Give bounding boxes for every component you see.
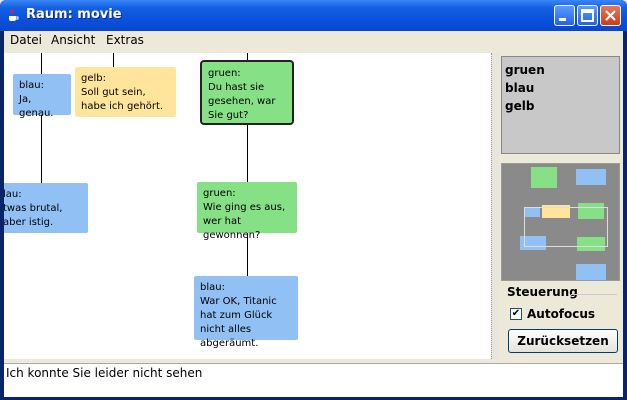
node-text: twas brutal, aber istig. bbox=[4, 203, 63, 228]
overview-minimap[interactable] bbox=[501, 163, 620, 281]
dialog-node-selected[interactable]: gruen: Du hast sie gesehen, war Sie gut? bbox=[200, 60, 294, 125]
menu-extras[interactable]: Extras bbox=[106, 33, 144, 47]
minimize-button[interactable] bbox=[554, 5, 575, 26]
node-speaker: blau: bbox=[19, 80, 44, 91]
node-text: Soll gut sein, habe ich gehört. bbox=[81, 87, 164, 112]
dialog-node[interactable]: lau: twas brutal, aber istig. bbox=[4, 183, 88, 233]
node-speaker: blau: bbox=[200, 282, 225, 293]
control-group-label: Steuerung bbox=[507, 285, 578, 299]
chat-input[interactable]: Ich konnte Sie leider nicht sehen bbox=[6, 366, 203, 380]
node-text: Du hast sie gesehen, war Sie gut? bbox=[208, 82, 276, 121]
menu-ansicht[interactable]: Ansicht bbox=[51, 33, 96, 47]
menu-datei[interactable]: Datei bbox=[10, 33, 43, 47]
dialog-node[interactable]: blau: War OK, Titanic hat zum Glück nich… bbox=[194, 276, 298, 349]
control-group: Steuerung ✔ Autofocus Zurücksetzen bbox=[501, 283, 620, 357]
node-speaker: gruen: bbox=[208, 68, 241, 79]
dialog-node[interactable]: gruen: Wie ging es aus, wer hat gewonnen… bbox=[197, 182, 297, 241]
menu-bar: Datei Ansicht Extras bbox=[4, 31, 623, 51]
node-speaker: lau: bbox=[4, 189, 22, 200]
connector-line bbox=[247, 233, 248, 276]
node-text: Ja, genau. bbox=[19, 94, 54, 119]
autofocus-label[interactable]: Autofocus bbox=[527, 307, 596, 321]
minimap-viewport[interactable] bbox=[524, 207, 608, 247]
window-client: Datei Ansicht Extras blau: Ja, genau. ge… bbox=[4, 31, 623, 397]
window-title: Raum: movie bbox=[26, 7, 122, 22]
connector-line bbox=[247, 125, 248, 182]
minimize-icon bbox=[559, 18, 566, 21]
speaker-list[interactable]: gruen blau gelb bbox=[501, 56, 620, 154]
dialog-node[interactable]: blau: Ja, genau. bbox=[13, 74, 71, 119]
close-button[interactable] bbox=[600, 5, 621, 26]
connector-line bbox=[41, 115, 42, 183]
speaker-item[interactable]: gelb bbox=[505, 99, 535, 113]
minimap-node bbox=[531, 167, 557, 188]
group-divider bbox=[571, 294, 617, 295]
maximize-icon bbox=[581, 9, 594, 22]
minimap-node bbox=[577, 237, 605, 251]
node-speaker: gelb: bbox=[81, 73, 106, 84]
minimap-node bbox=[524, 207, 540, 217]
vertical-splitter[interactable] bbox=[491, 53, 499, 359]
speaker-item[interactable]: blau bbox=[505, 81, 535, 95]
horizontal-splitter[interactable] bbox=[4, 359, 623, 363]
dialog-graph-canvas[interactable]: blau: Ja, genau. gelb: Soll gut sein, ha… bbox=[4, 53, 492, 359]
connector-line bbox=[113, 53, 114, 67]
node-text: Wie ging es aus, wer hat gewonnen? bbox=[203, 202, 286, 241]
node-speaker: gruen: bbox=[203, 188, 236, 199]
connector-line bbox=[41, 53, 42, 74]
close-icon bbox=[605, 10, 616, 21]
chat-input-area[interactable]: Ich konnte Sie leider nicht sehen bbox=[4, 363, 623, 397]
minimap-node bbox=[576, 169, 606, 185]
minimap-node bbox=[576, 264, 606, 280]
speaker-item[interactable]: gruen bbox=[505, 63, 545, 77]
maximize-button[interactable] bbox=[577, 5, 598, 26]
reset-button[interactable]: Zurücksetzen bbox=[508, 329, 618, 353]
connector-line bbox=[247, 53, 248, 60]
minimap-node bbox=[542, 205, 570, 218]
dialog-node[interactable]: gelb: Soll gut sein, habe ich gehört. bbox=[75, 67, 176, 117]
java-cup-icon bbox=[9, 8, 19, 21]
autofocus-checkbox[interactable]: ✔ bbox=[510, 308, 522, 320]
title-bar[interactable]: Raum: movie bbox=[0, 0, 627, 31]
node-text: War OK, Titanic hat zum Glück nicht alle… bbox=[200, 296, 277, 349]
